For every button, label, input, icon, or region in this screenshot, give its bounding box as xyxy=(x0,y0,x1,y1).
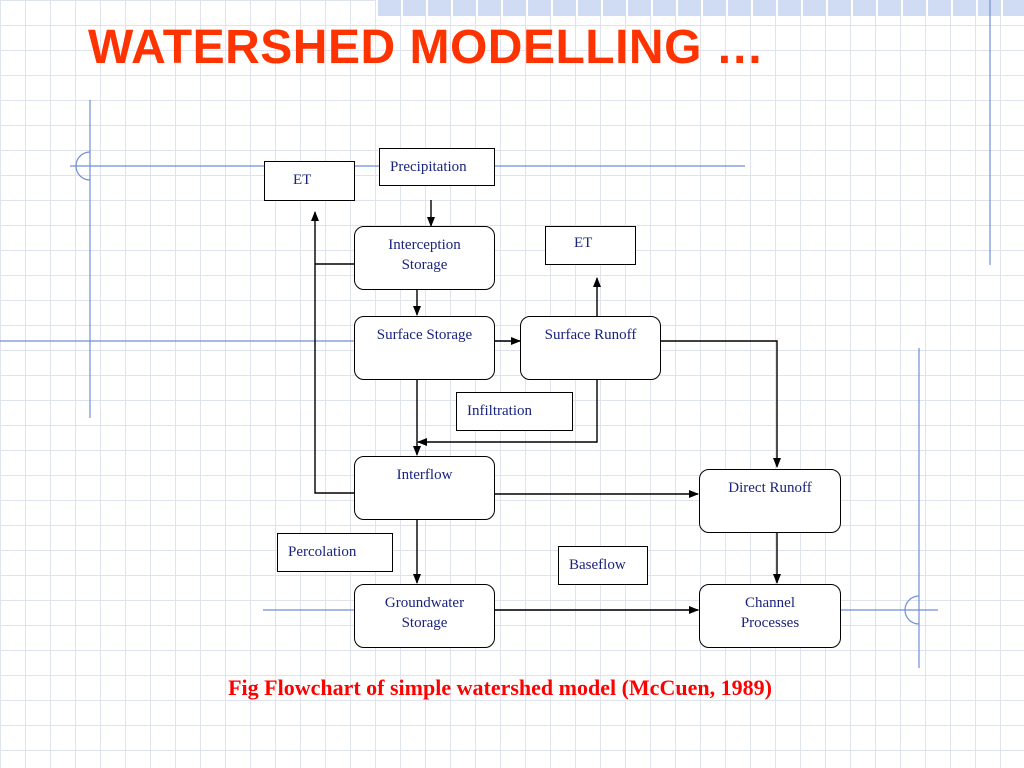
top-grid-band xyxy=(376,0,1024,16)
channel-line2: Processes xyxy=(740,615,800,631)
infiltration-label-box: Infiltration xyxy=(456,392,573,431)
arrow-runoff-infiltration xyxy=(417,380,598,446)
precipitation-box: Precipitation xyxy=(379,148,495,186)
direct-runoff-box: Direct Runoff xyxy=(699,469,841,533)
arrow-interflow-to-et xyxy=(311,211,355,494)
interception-line1: Interception xyxy=(388,237,461,253)
interception-line2: Storage xyxy=(401,257,448,273)
groundwater-line1: Groundwater xyxy=(384,595,465,611)
arrow-runoff-to-direct xyxy=(660,340,781,468)
surface-runoff-box: Surface Runoff xyxy=(520,316,661,380)
interflow-box: Interflow xyxy=(354,456,495,520)
groundwater-line2: Storage xyxy=(401,615,448,631)
interception-storage-box: Interception Storage xyxy=(354,226,495,290)
percolation-label-box: Percolation xyxy=(277,533,393,572)
slide-title: WATERSHED MODELLING … xyxy=(88,21,765,74)
groundwater-storage-box: Groundwater Storage xyxy=(354,584,495,648)
channel-line1: Channel xyxy=(745,595,795,611)
figure-caption: Fig Flowchart of simple watershed model … xyxy=(228,675,772,700)
baseflow-label-box: Baseflow xyxy=(558,546,648,585)
et-box-left: ET xyxy=(264,161,355,201)
channel-processes-box: Channel Processes xyxy=(699,584,841,648)
surface-storage-box: Surface Storage xyxy=(354,316,495,380)
et-box-right: ET xyxy=(545,226,636,265)
